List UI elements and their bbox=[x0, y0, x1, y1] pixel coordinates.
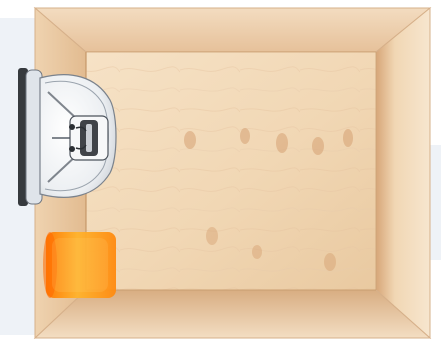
bass-port-tube-icon bbox=[43, 232, 116, 298]
enclosure-top-wall bbox=[35, 8, 430, 52]
enclosure-right-wall bbox=[376, 8, 430, 338]
